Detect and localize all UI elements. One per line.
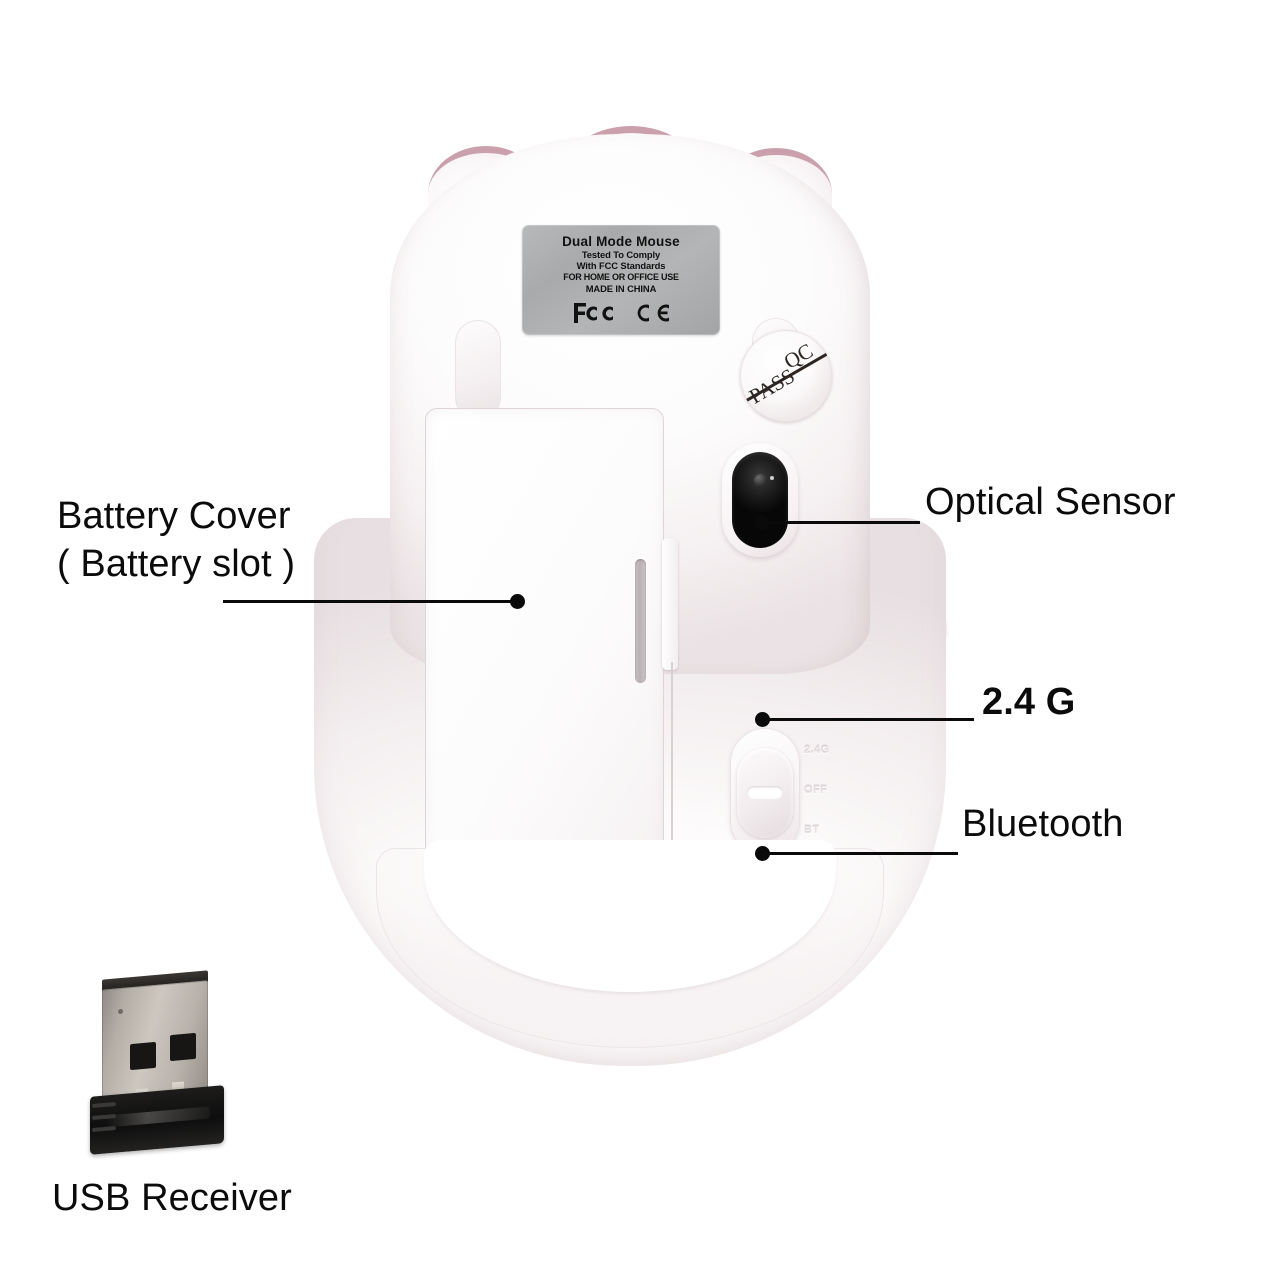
leader-line-24g (762, 718, 974, 721)
mouse-underside-illustration: Dual Mode Mouse Tested To Comply With FC… (300, 118, 960, 1068)
callout-label-usb-receiver: USB Receiver (52, 1177, 292, 1219)
fcc-mark-icon (572, 302, 618, 324)
callout-label-battery-cover: Battery Cover ( Battery slot ) (57, 492, 295, 588)
ce-mark-icon (635, 302, 671, 324)
usb-connector-hole-left (130, 1041, 156, 1071)
product-spec-label: Dual Mode Mouse Tested To Comply With FC… (522, 225, 720, 335)
spec-label-line-2: With FCC Standards (576, 260, 666, 272)
callout-label-optical-sensor: Optical Sensor (925, 481, 1176, 523)
spec-label-title: Dual Mode Mouse (562, 234, 680, 249)
optical-sensor-glint (770, 476, 774, 480)
battery-cover-panel (425, 408, 664, 858)
mode-switch-label-off: OFF (804, 784, 828, 796)
callout-battery-line-2: ( Battery slot ) (57, 543, 296, 585)
mode-switch-notch (747, 786, 783, 799)
qc-pass-sticker: QC PASS (740, 330, 832, 422)
shell-seam-line (671, 662, 673, 872)
usb-receiver-illustration (88, 970, 238, 1155)
callout-label-bluetooth: Bluetooth (962, 803, 1124, 845)
leader-dot-battery-cover (510, 594, 525, 609)
mode-switch-housing[interactable]: 2.4G OFF BT (730, 728, 829, 856)
mode-switch-label-24g: 2.4G (804, 744, 830, 756)
optical-sensor-housing (722, 443, 798, 557)
qc-sticker-bottom-text: PASS (744, 363, 799, 409)
spec-label-line-1: Tested To Comply (581, 249, 661, 260)
battery-cover-tab (662, 538, 678, 670)
leader-dot-bluetooth (755, 846, 770, 861)
callout-label-24g: 2.4 G (982, 681, 1076, 723)
usb-connector-hole-right (170, 1032, 196, 1062)
leader-line-optical-sensor (760, 521, 920, 524)
spec-label-line-4: MADE IN CHINA (585, 283, 657, 295)
certification-marks-row (522, 302, 720, 324)
leader-dot-optical-sensor (754, 515, 769, 530)
callout-battery-line-1: Battery Cover (57, 495, 291, 537)
optical-sensor-led (754, 474, 767, 487)
leader-dot-24g (755, 712, 770, 727)
mode-switch-knob[interactable] (737, 748, 793, 838)
mode-switch-label-bt: BT (804, 824, 820, 836)
leader-line-battery-cover (223, 600, 518, 603)
battery-cover-release-groove (635, 559, 646, 683)
leader-line-bluetooth (762, 852, 958, 855)
optical-sensor-lens (732, 452, 788, 548)
glide-pad-top-left (455, 320, 501, 420)
spec-label-line-3: FOR HOME OR OFFICE USE (563, 271, 679, 282)
